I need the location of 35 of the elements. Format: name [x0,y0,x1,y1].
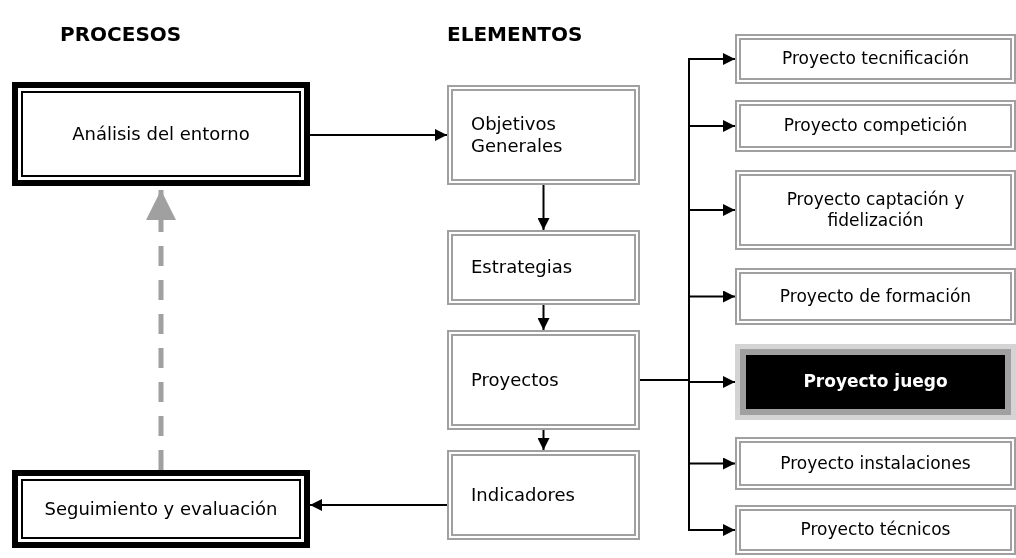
box-label: Proyecto tecnificación [782,48,969,70]
element-box [447,330,640,430]
box-label: Proyecto de formación [779,285,972,308]
element-box [447,230,640,305]
element-box [447,85,640,185]
arrow [146,190,176,470]
box-label: Objetivos Generales [471,112,564,158]
box-label: Proyecto técnicos [800,519,951,541]
arrow [537,304,550,331]
element-box [735,34,1016,84]
highlighted-box [735,344,1016,420]
element-box [447,450,640,540]
box-label: Proyecto competición [783,115,968,137]
element-box [735,170,1016,250]
arrow [639,379,736,536]
element-box [735,437,1016,490]
process-box [12,470,310,548]
box-label: Proyecto captación y fidelización [785,188,966,232]
column-heading: ELEMENTOS [447,22,583,46]
box-label: Estrategias [471,256,573,279]
box-label: Seguimiento y evaluación [44,497,278,521]
column-heading: PROCESOS [60,22,182,46]
box-label: Proyecto juego [803,371,948,393]
arrow [309,499,448,511]
box-label: Proyectos [471,368,559,392]
box-label: Proyecto instalaciones [780,452,971,475]
process-box [12,82,310,186]
arrow [309,129,448,141]
arrow [537,429,550,451]
element-box [735,268,1016,325]
element-box [735,100,1016,152]
box-label: Análisis del entorno [72,122,250,146]
element-box [735,505,1016,555]
arrow [537,184,550,231]
box-label: Indicadores [471,483,575,507]
